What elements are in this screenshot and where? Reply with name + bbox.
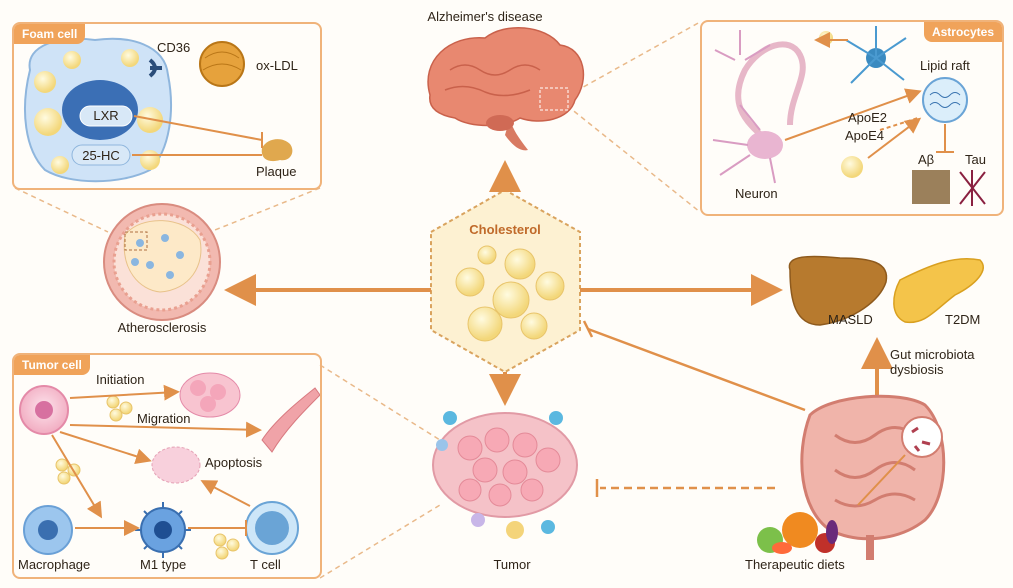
lipid-raft-label: Lipid raft bbox=[920, 58, 970, 73]
foam-cell-graphic bbox=[24, 37, 293, 183]
m1-label: M1 type bbox=[140, 557, 187, 572]
therapeutic-diets-label: Therapeutic diets bbox=[745, 557, 845, 572]
atherosclerosis-label: Atherosclerosis bbox=[117, 320, 207, 335]
intestine-graphic bbox=[800, 394, 946, 560]
hc-label: 25-HC bbox=[82, 148, 120, 163]
neuron-graphic bbox=[712, 26, 986, 206]
alzheimers-label: Alzheimer's disease bbox=[427, 9, 543, 24]
astrocytes-title: Astrocytes bbox=[923, 22, 1002, 42]
abeta-label: Aβ bbox=[918, 152, 935, 167]
initiation-label: Initiation bbox=[96, 372, 145, 387]
apoptosis-label: Apoptosis bbox=[205, 455, 263, 470]
gut-microbiota-label: Gut microbiota bbox=[890, 347, 975, 362]
macrophage-label: Macrophage bbox=[18, 557, 91, 572]
main-arrows bbox=[224, 160, 893, 406]
inhibition-lines bbox=[582, 320, 806, 497]
plaque-label: Plaque bbox=[256, 164, 297, 179]
tumor-cell-panel: Tumor cell bbox=[12, 353, 322, 579]
dysbiosis-label: dysbiosis bbox=[890, 362, 944, 377]
astrocytes-panel: Astrocytes bbox=[700, 20, 1004, 216]
apoe4-label: ApoE4 bbox=[845, 128, 885, 143]
organs-graphic bbox=[788, 255, 984, 326]
apoe2-label: ApoE2 bbox=[848, 110, 888, 125]
tumor-label: Tumor bbox=[493, 557, 531, 572]
tcell-label: T cell bbox=[250, 557, 281, 572]
connector-lines bbox=[14, 21, 701, 579]
migration-label: Migration bbox=[137, 411, 191, 426]
tau-label: Tau bbox=[965, 152, 986, 167]
foam-cell-panel: Foam cell bbox=[12, 22, 322, 190]
brain-image bbox=[427, 27, 585, 151]
oxldl-label: ox-LDL bbox=[256, 58, 298, 73]
cd36-label: CD36 bbox=[157, 40, 191, 55]
tumor-graphic bbox=[432, 411, 578, 539]
cholesterol-label: Cholesterol bbox=[469, 222, 541, 237]
masld-label: MASLD bbox=[828, 312, 873, 327]
vessel-cross-section bbox=[103, 203, 221, 321]
tumor-cell-title: Tumor cell bbox=[14, 355, 90, 375]
neuron-label: Neuron bbox=[735, 186, 778, 201]
lxr-label: LXR bbox=[93, 108, 119, 123]
tumor-cell-graphic bbox=[19, 372, 321, 560]
cholesterol-droplets bbox=[455, 245, 565, 342]
t2dm-label: T2DM bbox=[945, 312, 981, 327]
vegetables-graphic bbox=[757, 512, 838, 554]
foam-cell-title: Foam cell bbox=[14, 24, 86, 44]
